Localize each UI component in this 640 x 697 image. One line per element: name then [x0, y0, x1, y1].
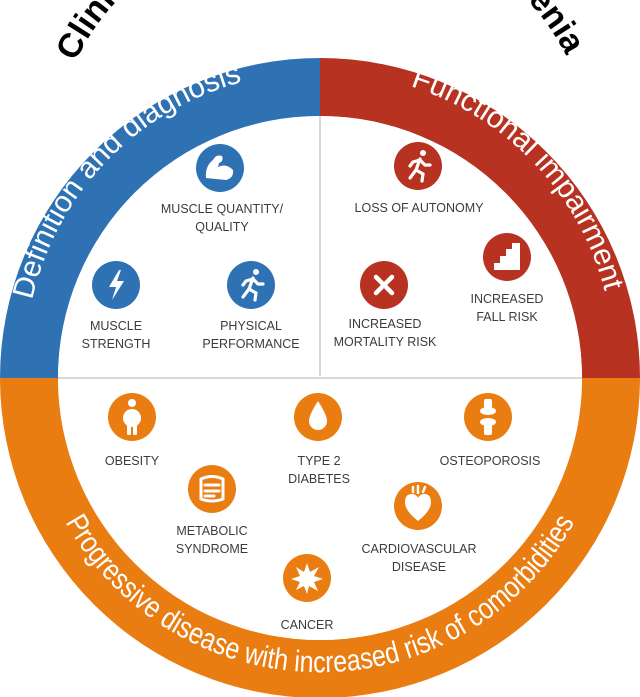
item-muscle-quantity: MUSCLE QUANTITY/ QUALITY: [161, 144, 284, 234]
item-mortality-risk: INCREASED MORTALITY RISK: [334, 261, 437, 349]
item-label-line2: DISEASE: [392, 560, 446, 574]
burst-icon: [291, 563, 323, 594]
item-muscle-strength: MUSCLE STRENGTH: [82, 261, 151, 351]
item-label-line1: INCREASED: [471, 292, 544, 306]
item-label-line1: MUSCLE: [90, 319, 142, 333]
muscle-icon: [205, 155, 234, 180]
diagram-title: Clinical characteristics of sarcopenia: [49, 0, 594, 66]
item-loss-of-autonomy: LOSS OF AUTONOMY: [355, 142, 485, 215]
item-osteoporosis: OSTEOPOROSIS: [440, 393, 541, 468]
item-physical-performance: PHYSICAL PERFORMANCE: [202, 261, 300, 351]
drop-icon: [309, 401, 327, 430]
item-type2-diabetes: TYPE 2 DIABETES: [288, 393, 350, 486]
item-label-line2: QUALITY: [195, 220, 249, 234]
comorbidities-band: [0, 378, 640, 697]
cross-icon: [373, 274, 395, 296]
stairs-icon: [494, 243, 520, 270]
item-label-line1: LOSS OF AUTONOMY: [355, 201, 485, 215]
lightning-icon: [109, 270, 124, 300]
item-metabolic-syndrome: METABOLIC SYNDROME: [176, 465, 248, 556]
item-label-line1: PHYSICAL: [220, 319, 282, 333]
item-label-line1: METABOLIC: [176, 524, 247, 538]
item-obesity: OBESITY: [105, 393, 160, 468]
obesity-icon: [123, 399, 141, 435]
item-label-line1: MUSCLE QUANTITY/: [161, 202, 284, 216]
item-label-line2: FALL RISK: [476, 310, 538, 324]
item-label-line1: CARDIOVASCULAR: [361, 542, 476, 556]
item-label-line2: MORTALITY RISK: [334, 335, 437, 349]
heart-icon: [405, 484, 431, 521]
functional-band: [320, 58, 640, 378]
item-label-line1: OBESITY: [105, 454, 160, 468]
item-label-line2: SYNDROME: [176, 542, 248, 556]
item-cardiovascular-disease: CARDIOVASCULAR DISEASE: [361, 482, 477, 574]
item-cancer: CANCER: [281, 554, 334, 632]
item-label-line2: STRENGTH: [82, 337, 151, 351]
item-label-line1: CANCER: [281, 618, 334, 632]
item-label-line2: DIABETES: [288, 472, 350, 486]
runner-icon: [241, 269, 265, 302]
item-label-line1: INCREASED: [349, 317, 422, 331]
item-fall-risk: INCREASED FALL RISK: [471, 233, 544, 324]
running-person-icon: [408, 150, 432, 183]
item-label-line1: OSTEOPOROSIS: [440, 454, 541, 468]
intestine-icon: [199, 475, 225, 503]
item-label-line1: TYPE 2: [297, 454, 340, 468]
definition-band: [0, 58, 320, 378]
item-label-line2: PERFORMANCE: [202, 337, 299, 351]
bone-joint-icon: [480, 399, 496, 435]
